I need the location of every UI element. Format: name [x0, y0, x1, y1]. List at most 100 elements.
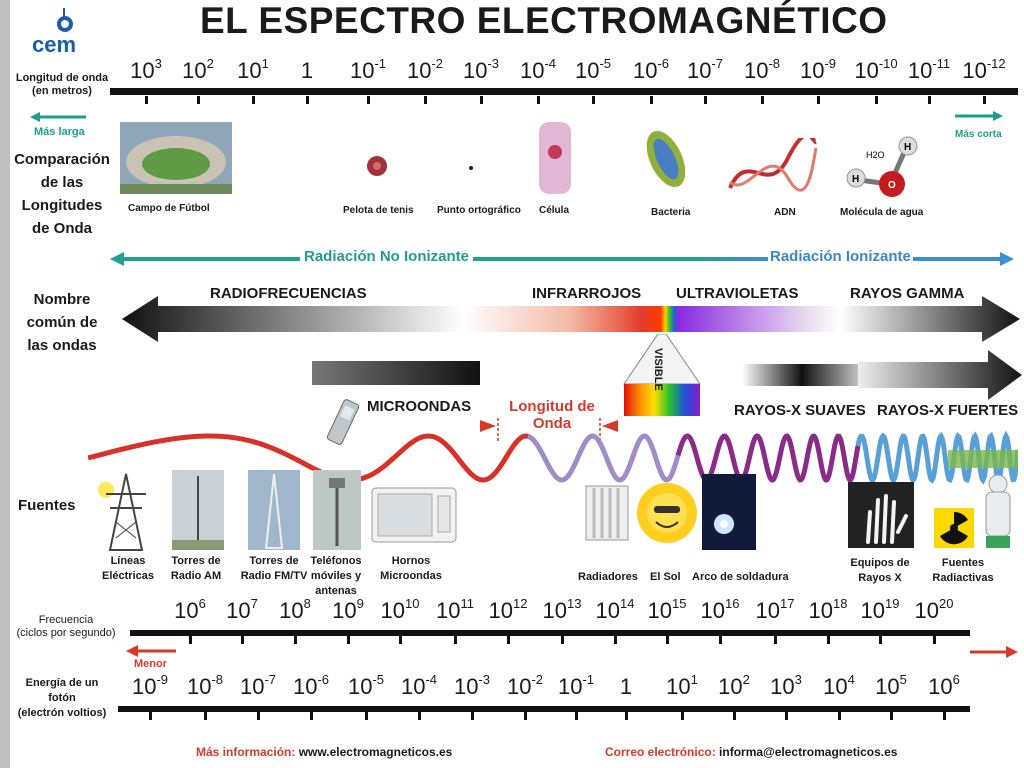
footer-url-link[interactable]: www.electromagneticos.es: [298, 745, 453, 759]
tick-exponent: 11: [460, 596, 474, 611]
tick-exponent: -6: [657, 56, 670, 71]
tick-base: 10: [519, 58, 545, 83]
sources-label: Fuentes: [18, 497, 76, 514]
scale-tick-label: 1018: [805, 596, 851, 624]
footer-more-label: Más información:: [196, 745, 296, 759]
scale-tick-mark: [774, 636, 777, 644]
scale-tick-mark: [704, 96, 707, 104]
tick-base: 10: [718, 674, 743, 699]
comparison-item-label: Bacteria: [651, 207, 691, 218]
tick-base: 10: [647, 598, 672, 623]
footer-email: Correo electrónico: informa@electromagne…: [605, 745, 897, 759]
scale-tick-label: 10-7: [235, 672, 281, 700]
tick-base: 10: [686, 58, 712, 83]
cell-antenna-icon: [313, 470, 361, 550]
scale-tick-label: 10-9: [795, 56, 841, 84]
scale-tick-label: 10-1: [345, 56, 391, 84]
wave-segment: [855, 430, 1018, 485]
scale-tick-label: 10-4: [515, 56, 561, 84]
tick-exponent: -2: [431, 56, 444, 71]
scale-tick-mark: [537, 96, 540, 104]
left-edge-strip: [0, 0, 10, 768]
tick-exponent: -7: [264, 672, 277, 687]
scale-tick-mark: [294, 636, 297, 644]
footer-email-link[interactable]: informa@electromagneticos.es: [719, 745, 898, 759]
longer-arrow-icon: [30, 112, 86, 122]
tick-exponent: -2: [531, 672, 544, 687]
page-title: EL ESPECTRO ELECTROMAGNÉTICO: [200, 0, 888, 41]
scale-tick-mark: [252, 96, 255, 104]
tick-base: 10: [743, 58, 769, 83]
soft-xray-band: [742, 364, 862, 386]
scale-tick-label: 10-6: [288, 672, 334, 700]
tick-base: 1: [300, 58, 314, 83]
tick-exponent: -1: [582, 672, 595, 687]
scale-tick-mark: [681, 712, 684, 720]
comparison-item-label: Campo de Fútbol: [128, 203, 210, 214]
dna-icon: [728, 138, 818, 192]
source-label: El Sol: [650, 571, 681, 583]
scale-tick-mark: [890, 712, 893, 720]
source-label: Arco de soldadura: [692, 571, 789, 583]
tick-base: 10: [237, 58, 262, 83]
scale-tick-label: 10-11: [906, 56, 952, 84]
atom-o: O: [888, 180, 896, 191]
scale-tick-mark: [592, 96, 595, 104]
scale-tick-label: 10-2: [402, 56, 448, 84]
tick-base: 10: [131, 674, 157, 699]
visible-funnel: [623, 334, 701, 416]
tick-base: 10: [700, 598, 725, 623]
tick-exponent: 3: [794, 672, 802, 687]
scale-tick-mark: [933, 636, 936, 644]
scale-tick-mark: [575, 712, 578, 720]
scale-tick-mark: [507, 636, 510, 644]
scale-tick-label: 1014: [592, 596, 638, 624]
ultraviolet-label: ULTRAVIOLETAS: [676, 285, 799, 302]
comparison-item-label: Molécula de agua: [840, 207, 924, 218]
tick-exponent: -11: [932, 56, 951, 71]
microwaves-label: MICROONDAS: [367, 398, 472, 415]
tick-base: 10: [914, 598, 939, 623]
molecule-formula: H2O: [866, 150, 885, 160]
longer-label: Más larga: [34, 126, 85, 138]
scale-tick-label: 10-3: [458, 56, 504, 84]
scale-tick-mark: [983, 96, 986, 104]
tick-exponent: -4: [544, 56, 557, 71]
tick-base: 10: [292, 674, 318, 699]
tick-exponent: 6: [198, 596, 206, 611]
tick-base: 10: [928, 674, 953, 699]
comparison-item-label: Célula: [539, 205, 570, 216]
tick-base: 10: [462, 58, 488, 83]
tick-exponent: -3: [478, 672, 491, 687]
tick-exponent: -12: [986, 56, 1006, 71]
scale-tick-mark: [761, 96, 764, 104]
scale-tick-mark: [838, 712, 841, 720]
scale-tick-label: 103: [123, 56, 169, 84]
scale-tick-label: 10-10: [853, 56, 899, 84]
scale-tick-mark: [241, 636, 244, 644]
scale-tick-label: 10-4: [396, 672, 442, 700]
comparison-item-label: Pelota de tenis: [343, 205, 414, 216]
water-molecule-icon: H H O H2O: [846, 136, 918, 197]
scale-tick-label: 101: [659, 672, 705, 700]
tick-base: 10: [279, 598, 304, 623]
scale-tick-mark: [145, 96, 148, 104]
scale-tick-label: 1013: [539, 596, 585, 624]
tick-exponent: 18: [833, 596, 848, 611]
wavelength-bracket: [480, 418, 618, 442]
tick-exponent: -1: [374, 56, 387, 71]
tick-base: 10: [595, 598, 620, 623]
lower-label: Menor: [134, 658, 167, 670]
scale-tick-label: 10-2: [502, 672, 548, 700]
scale-tick-label: 107: [219, 596, 265, 624]
tick-base: 10: [332, 598, 357, 623]
scale-tick-mark: [817, 96, 820, 104]
scale-tick-mark: [367, 96, 370, 104]
tick-base: 10: [666, 674, 691, 699]
scale-tick-mark: [204, 712, 207, 720]
scale-tick-label: 10-12: [961, 56, 1007, 84]
